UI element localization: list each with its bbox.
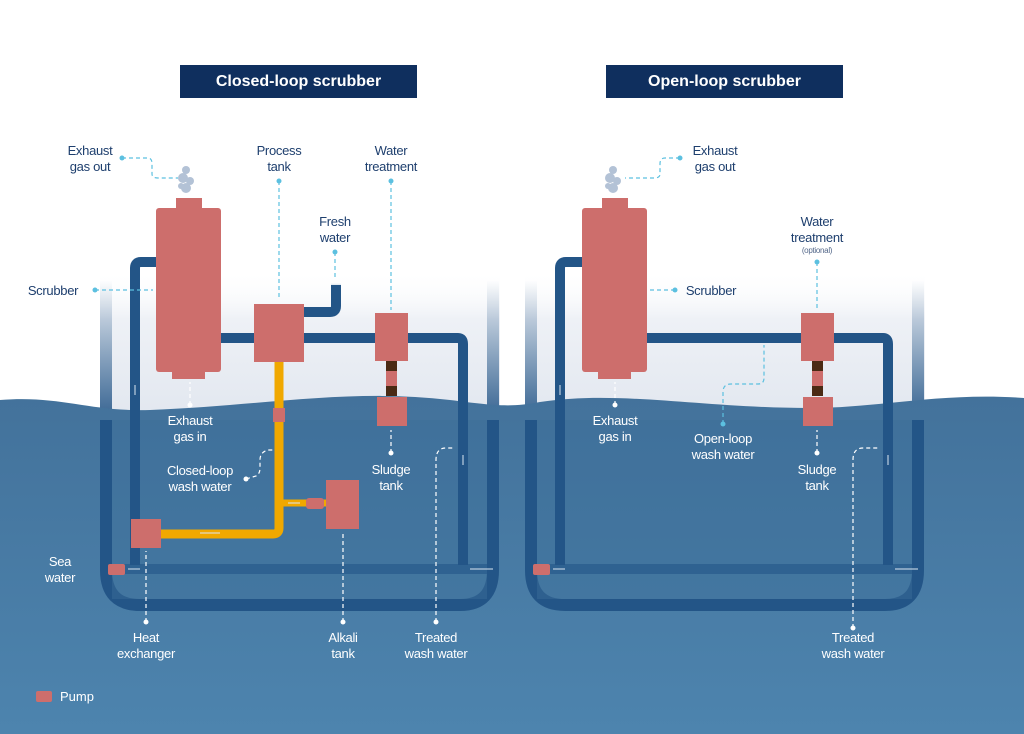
open-loop-title: Open-loop scrubber — [606, 65, 843, 98]
open-hull-wall-left — [525, 280, 537, 420]
sludge-connector — [386, 361, 397, 371]
sludge-tank — [803, 397, 833, 426]
pump — [273, 408, 285, 422]
label-scrubber: Scrubber — [27, 283, 79, 298]
sludge-tank — [377, 397, 407, 426]
scrubber-outlet — [598, 370, 631, 379]
pump-swatch-icon — [36, 691, 52, 702]
open-scrubber — [582, 208, 647, 372]
open-hull-shell — [525, 420, 924, 611]
fresh-water-pipe — [300, 285, 341, 317]
sea — [0, 395, 1024, 734]
open-hull-floor — [537, 564, 912, 574]
closed-seawater-riser — [130, 257, 160, 565]
open-seawater-riser — [555, 257, 585, 565]
smoke-icon — [178, 166, 194, 193]
sludge-connector — [812, 386, 823, 396]
leader-dots — [92, 155, 856, 631]
pump — [306, 498, 324, 509]
closed-loop-wash-pipe — [158, 360, 284, 539]
alkali-tank — [326, 480, 359, 529]
open-return-pipe — [645, 333, 893, 565]
process-tank — [254, 304, 304, 362]
closed-loop-title: Closed-loop scrubber — [180, 65, 417, 98]
sludge-connector — [812, 361, 823, 371]
closed-scrubber — [156, 208, 221, 372]
scrubber-top — [176, 198, 202, 210]
pump — [386, 371, 397, 386]
water-treatment-unit — [375, 313, 408, 361]
fresh-water-inlet — [331, 283, 341, 297]
legend: Pump — [36, 689, 94, 704]
sludge-connector — [386, 386, 397, 396]
open-hull-wall-right — [912, 280, 924, 420]
flow-arrows — [128, 385, 918, 570]
leader-lines — [95, 157, 880, 628]
closed-return-pipe — [220, 333, 468, 565]
closed-hull-wall-right — [487, 280, 499, 420]
heat-exchanger — [131, 519, 161, 548]
closed-hull-floor — [112, 564, 487, 574]
scrubber-top — [602, 198, 628, 210]
pump — [533, 564, 550, 575]
label-scrubber: Scrubber — [685, 283, 737, 298]
closed-hull-shell — [100, 420, 499, 611]
pump — [812, 371, 823, 386]
legend-pump-label: Pump — [60, 689, 94, 704]
pump — [108, 564, 125, 575]
scrubber-outlet — [172, 370, 205, 379]
water-treatment-unit — [801, 313, 834, 361]
smoke-icon — [605, 166, 621, 193]
closed-hull-wall-left — [100, 280, 112, 420]
